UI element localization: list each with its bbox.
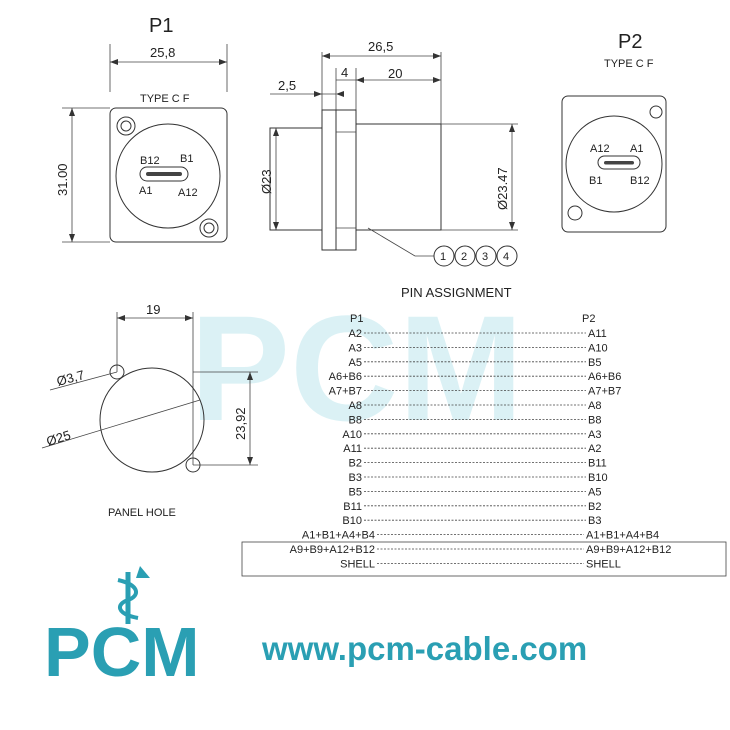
pin-row-p1: A11 [343,443,362,455]
p1-pin-b12: B12 [140,155,160,167]
callout-4: 4 [503,251,509,263]
pcm-logo-text: PCM [44,613,200,691]
pin-row-p2: B8 [588,414,601,426]
pin-row-p1: A8 [349,400,362,412]
p2-pin-a12: A12 [590,143,610,155]
panel-hole-label: PANEL HOLE [108,507,176,519]
panel-small-hole-top [109,364,125,380]
pin-row-p1: B10 [342,515,362,527]
pin-row-p1: B2 [349,458,362,470]
p1-body-circle [115,123,221,229]
pin-row-p1: A2 [349,328,362,340]
pin-row-p2: SHELL [586,558,621,570]
pin-assignment-title: PIN ASSIGNMENT [401,285,512,300]
side-front-part [269,127,323,231]
panel-big-hole [99,367,205,473]
p1-flange [109,107,228,243]
pin-group-box [241,541,727,577]
p1-front-view: P1 25,8 TYPE C F B12 B1 A1 A12 31.00 [55,15,228,243]
p2-pin-a1: A1 [630,143,643,155]
pin-row-p1: A6+B6 [329,371,362,383]
brand-url: www.pcm-cable.com [261,630,587,667]
col-header-p2: P2 [582,313,595,325]
pin-row-p2: A5 [588,486,601,498]
p2-usb-c-port [597,155,641,170]
callout-1: 1 [440,251,446,263]
p2-pin-b1: B1 [589,175,602,187]
side-flange [321,109,337,251]
pin-row-p2: A1+B1+A4+B4 [586,530,659,542]
pin-row-p1: A3 [349,342,362,354]
brand-footer: PCM www.pcm-cable.com [44,566,587,691]
side-offset-dim: 2,5 [278,78,296,93]
pin-row-p2: A8 [588,400,601,412]
pin-row-p2: B11 [588,458,607,470]
p2-type-label: TYPE C F [604,58,654,70]
pin-row-p1: A5 [349,357,362,369]
p1-pin-b1: B1 [180,153,193,165]
watermark-logo: PCM [190,284,523,452]
side-total-length: 26,5 [368,39,393,54]
side-diameter-right: Ø23.47 [495,167,510,210]
pin-row-p1: A10 [342,429,362,441]
pin-row-p2: B5 [588,357,601,369]
pin-row-p1: B3 [349,472,362,484]
panel-big-hole-dim: Ø25 [44,427,72,449]
p1-type-label: TYPE C F [140,93,190,105]
pin-row-p2: A7+B7 [588,386,621,398]
p2-body-circle [565,115,663,213]
pin-callouts: 1 2 3 4 [433,245,518,267]
panel-small-hole-dim: Ø3,7 [55,367,86,389]
watermark: PCM [190,284,523,452]
side-rear-body [355,123,442,231]
p1-height-dim: 31.00 [55,163,70,196]
pin-row-p2: B3 [588,515,601,527]
pin-row-p1: A9+B9+A12+B12 [290,544,375,556]
pin-row-p2: A3 [588,429,601,441]
p2-title: P2 [618,31,642,53]
pin-row-p2: B10 [588,472,608,484]
panel-hole-spacing: 19 [146,302,160,317]
side-body-dim: 20 [388,66,402,81]
pin-row-p2: A6+B6 [588,371,621,383]
pin-row-p2: B2 [588,501,601,513]
side-diameter-left: Ø23 [259,169,274,194]
pin-row-p1: B11 [343,501,362,513]
pin-row-p1: SHELL [340,558,375,570]
p1-pin-a12: A12 [178,187,198,199]
p2-front-view: P2 TYPE C F A12 A1 B1 B12 [561,31,667,233]
p1-title: P1 [149,15,173,37]
p1-usb-c-port [139,166,189,182]
pin-row-p1: A1+B1+A4+B4 [302,530,375,542]
pcm-logo-icon [117,566,150,624]
panel-hole-drawing: 19 Ø3,7 Ø25 23,92 PANEL HOLE [41,302,258,519]
pin-row-p1: B8 [349,414,362,426]
pin-row-p2: A9+B9+A12+B12 [586,544,671,556]
side-view: 26,5 4 20 2,5 Ø23 Ø23.47 [259,39,518,267]
callout-2: 2 [461,251,467,263]
col-header-p1: P1 [350,313,363,325]
pin-row-p2: A11 [588,328,607,340]
p1-pin-a1: A1 [139,185,152,197]
pin-row-p2: A10 [588,342,608,354]
panel-height-dim: 23,92 [233,407,248,440]
p2-flange [561,95,667,233]
p2-pin-b12: B12 [630,175,650,187]
pin-row-p1: A7+B7 [329,386,362,398]
p1-width-dim: 25,8 [150,45,175,60]
callout-3: 3 [482,251,488,263]
pin-row-p1: B5 [349,486,362,498]
side-flange-dim: 4 [341,65,348,80]
pin-row-p2: A2 [588,443,601,455]
